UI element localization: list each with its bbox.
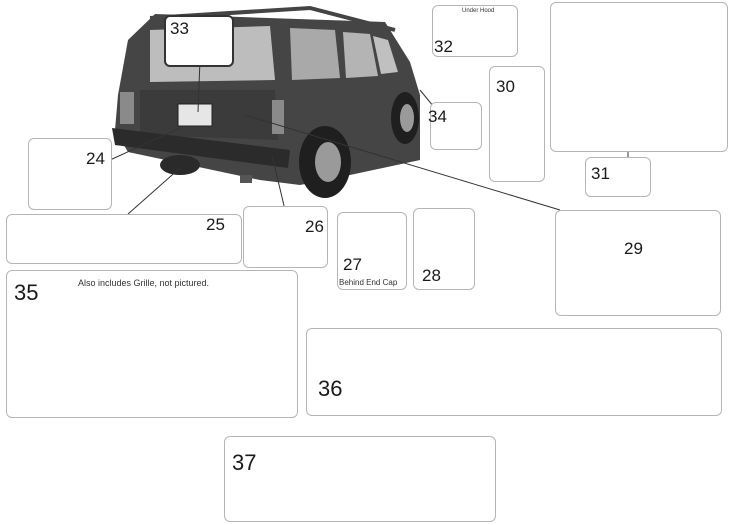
part-number-36: 36 [318,376,343,401]
note-behind-end-cap: Behind End Cap [339,278,398,287]
part-number-37: 37 [232,450,257,475]
part-number-30: 30 [496,77,515,96]
panel-33 [164,15,234,67]
note-grille: Also includes Grille, not pictured. [78,278,210,288]
part-number-33: 33 [170,19,189,38]
panel-37 [224,436,496,522]
vehicle-rear-view [112,5,420,198]
part-number-29: 29 [624,239,643,258]
part-number-35: 35 [14,280,39,305]
panel-32 [432,5,518,57]
panel-35 [6,270,298,418]
part-number-34: 34 [428,107,447,126]
note-under-hood: Under Hood [462,8,495,14]
panel-29 [555,210,721,316]
part-number-26: 26 [305,217,324,236]
panel-24 [28,138,112,210]
panel-27 [337,212,407,290]
panel-25 [6,214,242,264]
panel-26 [243,206,328,268]
panel-34 [430,102,482,150]
panel-liftgate-photo [550,2,728,152]
part-number-24: 24 [86,149,105,168]
panel-31 [585,157,651,197]
part-number-25: 25 [206,215,225,234]
part-number-27: 27 [343,255,362,274]
panel-36 [306,328,722,416]
part-number-32: 32 [434,37,453,56]
panel-28 [413,208,475,290]
part-number-31: 31 [591,164,610,183]
panel-30-31 [489,66,545,182]
part-number-28: 28 [422,266,441,285]
